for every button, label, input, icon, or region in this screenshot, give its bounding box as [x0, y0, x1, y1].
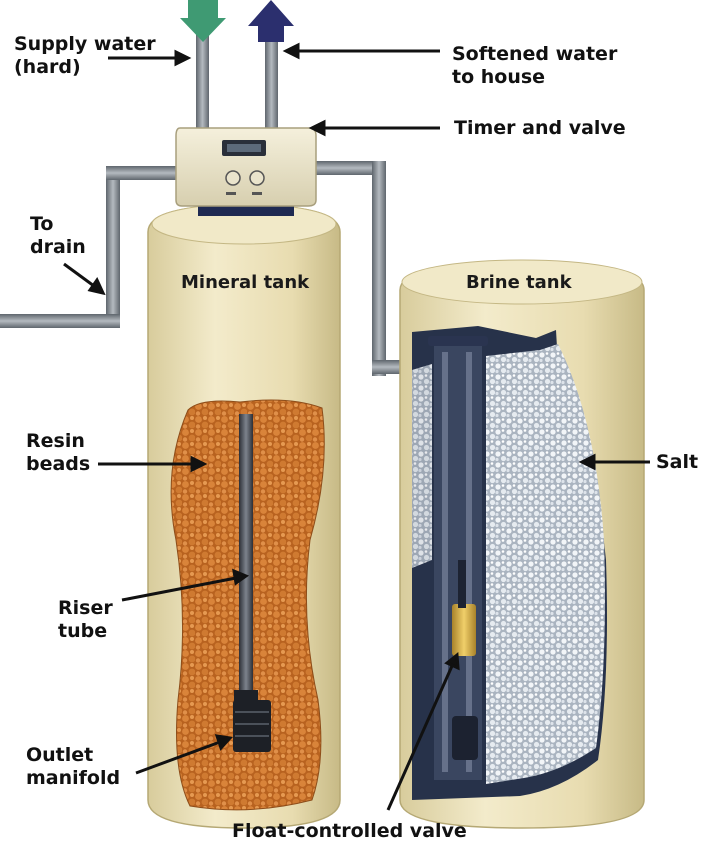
salt-wall-strip	[412, 364, 432, 568]
riser-pointer-line	[121, 576, 237, 602]
manifold-pointer-line	[135, 740, 221, 775]
supply-pipe	[196, 30, 209, 130]
down-arrow-icon	[180, 0, 226, 42]
drain-pipe	[0, 166, 188, 328]
resin-beads-label: Resin beads	[26, 430, 91, 475]
resin-pointer-arrowhead-icon	[190, 455, 208, 473]
salt-label: Salt	[656, 451, 699, 473]
brine-tank-label: Brine tank	[466, 272, 572, 293]
supply-pointer-arrowhead-icon	[174, 49, 192, 67]
softened-pipe	[265, 30, 278, 130]
drain-pointer-arrowhead-icon	[87, 277, 106, 296]
salt-pointer-arrowhead-icon	[578, 453, 596, 471]
riser-tube-label: Riser tube	[58, 597, 113, 642]
up-arrow-icon	[248, 0, 294, 42]
float-controlled-valve	[452, 560, 478, 760]
to-drain-label: To drain	[30, 213, 86, 258]
manifold-pointer-arrowhead-icon	[214, 734, 233, 751]
softened-water-label: Softened water to house	[452, 43, 618, 88]
float-valve-label: Float-controlled valve	[232, 820, 467, 842]
softened-pointer-arrowhead-icon	[282, 42, 300, 60]
mineral-tank-label: Mineral tank	[181, 272, 310, 293]
outlet-manifold	[233, 690, 271, 752]
outlet-manifold-label: Outlet manifold	[26, 744, 121, 789]
brine-well	[428, 336, 488, 780]
riser-pointer-arrowhead-icon	[232, 568, 250, 586]
pointer-lines	[63, 42, 650, 811]
supply-water-label: Supply water (hard)	[14, 33, 156, 78]
timer-valve-label: Timer and valve	[454, 117, 626, 139]
salt-fill	[486, 344, 605, 784]
timer-and-valve-unit	[175, 127, 317, 216]
riser-tube	[239, 414, 253, 704]
drain-pointer-line	[63, 262, 95, 288]
float-pointer-arrowhead-icon	[444, 652, 460, 671]
timer-pointer-arrowhead-icon	[308, 119, 326, 137]
float-pointer-line	[386, 665, 454, 811]
